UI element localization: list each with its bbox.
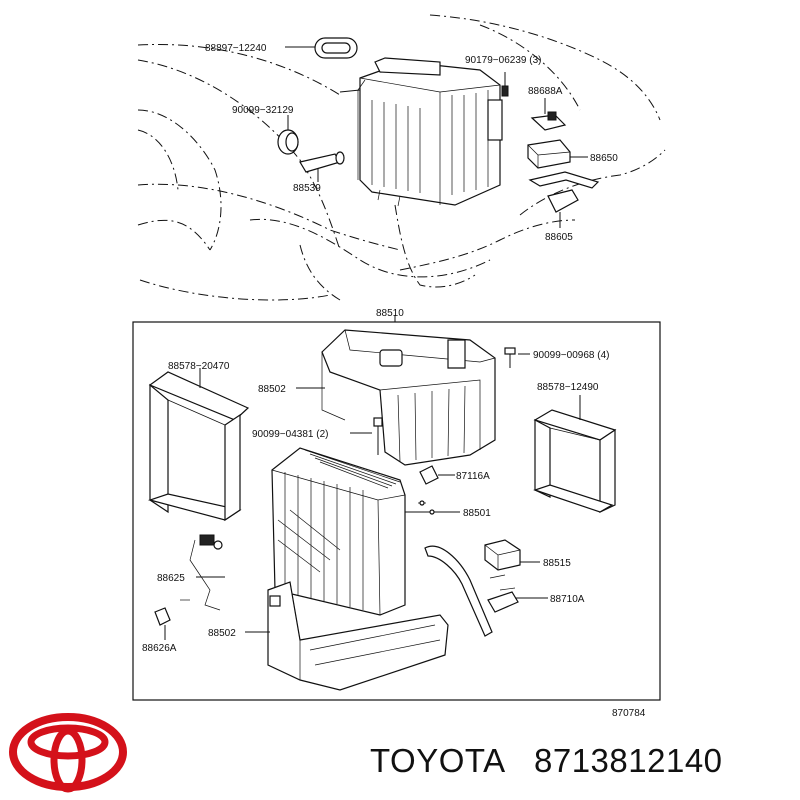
grommet-90099-32129 <box>277 115 299 155</box>
label-88578-12490: 88578−12490 <box>537 382 599 393</box>
thermistor-88625 <box>189 534 225 611</box>
clip-87116a <box>419 465 455 485</box>
label-88605: 88605 <box>545 232 573 243</box>
label-90099-04381: 90099−04381 (2) <box>252 429 328 440</box>
brand-name: TOYOTA <box>370 742 506 779</box>
seal-88578-20470 <box>147 368 250 522</box>
bracket-88605 <box>528 171 600 228</box>
evaporator-88501 <box>271 447 460 616</box>
label-88501: 88501 <box>463 508 491 519</box>
drain-hose-88539 <box>299 151 345 182</box>
tube-88710a <box>424 545 548 637</box>
label-88688a: 88688A <box>528 86 563 97</box>
heater-unit-assembly <box>339 57 503 207</box>
seal-88578-12490 <box>533 395 617 513</box>
label-87116a: 87116A <box>456 471 490 482</box>
label-88510: 88510 <box>376 308 404 319</box>
label-88710a: 88710A <box>550 594 585 605</box>
label-88897-12240: 88897−12240 <box>205 43 267 54</box>
label-88502-upper: 88502 <box>258 384 286 395</box>
relay-88688a <box>530 98 567 131</box>
grommet-88897 <box>285 37 358 59</box>
label-88515: 88515 <box>543 558 571 569</box>
label-88625: 88625 <box>157 573 185 584</box>
toyota-logo-icon <box>9 713 127 793</box>
screw-90099-04381 <box>350 417 383 455</box>
part-labels: 88897−12240 90179−06239 (3) 90099−32129 … <box>142 43 646 719</box>
label-90099-32129: 90099−32129 <box>232 105 294 116</box>
label-88626a: 88626A <box>142 643 177 654</box>
expansion-valve-88515 <box>484 539 540 571</box>
screw-90099-00968 <box>504 347 530 368</box>
exploded-view-frame <box>132 315 661 701</box>
label-88578-20470: 88578−20470 <box>168 361 230 372</box>
diagram-code: 870784 <box>612 708 646 719</box>
label-88539: 88539 <box>293 183 321 194</box>
lower-case-88502 <box>245 581 449 691</box>
label-88650: 88650 <box>590 153 618 164</box>
label-88502-lower: 88502 <box>208 628 236 639</box>
clip-88626a <box>154 599 190 640</box>
label-90099-00968: 90099−00968 (4) <box>533 350 609 361</box>
upper-case-88502 <box>296 329 496 466</box>
screw-90179 <box>501 72 509 97</box>
amplifier-88650 <box>527 139 588 169</box>
label-90179-06239: 90179−06239 (3) <box>465 55 541 66</box>
part-number: 8713812140 <box>534 742 723 779</box>
